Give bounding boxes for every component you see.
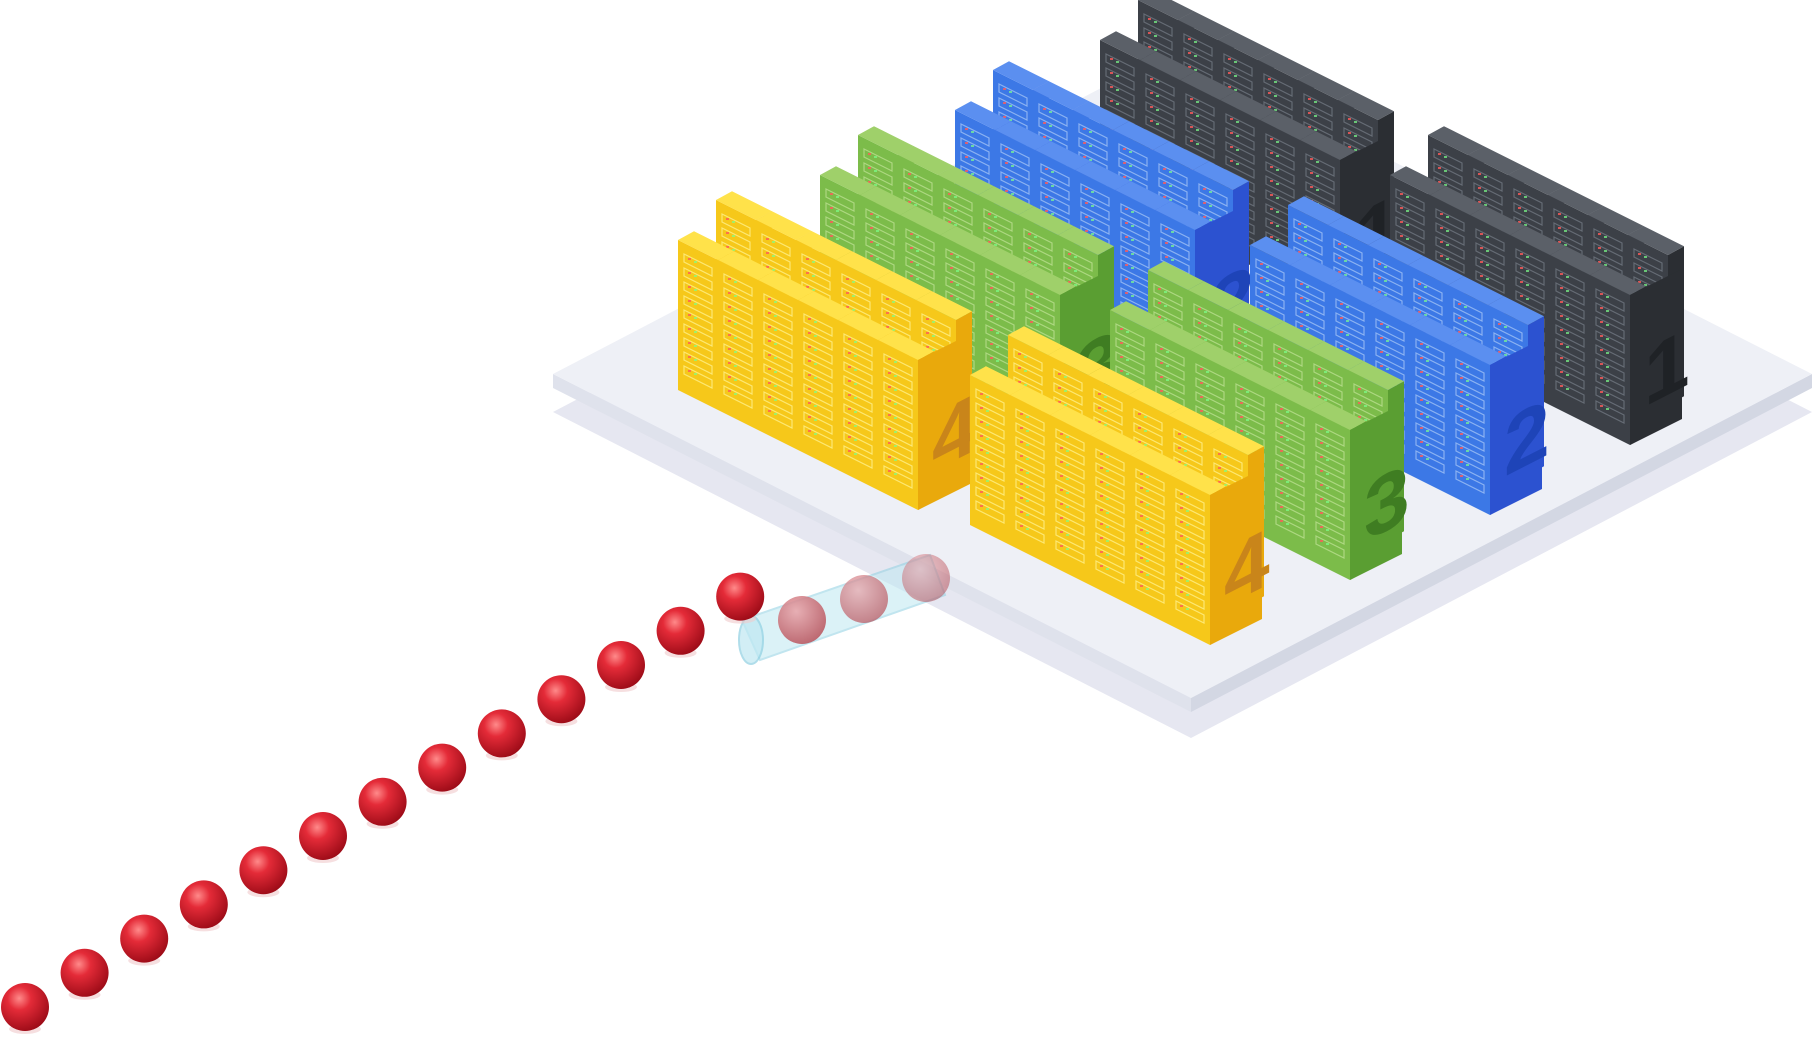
data-ball xyxy=(120,914,169,963)
data-ball xyxy=(60,948,109,997)
data-ball xyxy=(656,606,705,655)
data-ball xyxy=(358,777,407,826)
platform-edge xyxy=(553,374,1191,712)
zone-end-cap xyxy=(1350,404,1402,580)
data-ball-in-tube xyxy=(902,554,950,602)
data-ball-in-tube xyxy=(840,575,888,623)
zone-end-cap xyxy=(918,334,970,510)
zone-end-cap xyxy=(1630,269,1682,445)
zone-4: 4 xyxy=(678,191,978,510)
data-ball xyxy=(597,641,645,689)
zone-4: 4 xyxy=(970,326,1270,645)
data-ball xyxy=(299,812,347,860)
data-ball xyxy=(239,846,288,895)
data-ball-stream xyxy=(1,554,950,1034)
data-ball xyxy=(716,572,765,621)
data-ball xyxy=(537,675,586,724)
server-racks: 12341234 xyxy=(678,0,1690,645)
zone-end-cap xyxy=(1210,469,1262,645)
data-ball xyxy=(418,743,467,792)
data-ball xyxy=(477,709,526,758)
data-ball xyxy=(179,880,228,929)
data-ball-in-tube xyxy=(778,596,826,644)
data-ball xyxy=(1,983,49,1031)
platform-edge-right xyxy=(1191,374,1812,712)
zone-end-cap xyxy=(1490,339,1542,515)
